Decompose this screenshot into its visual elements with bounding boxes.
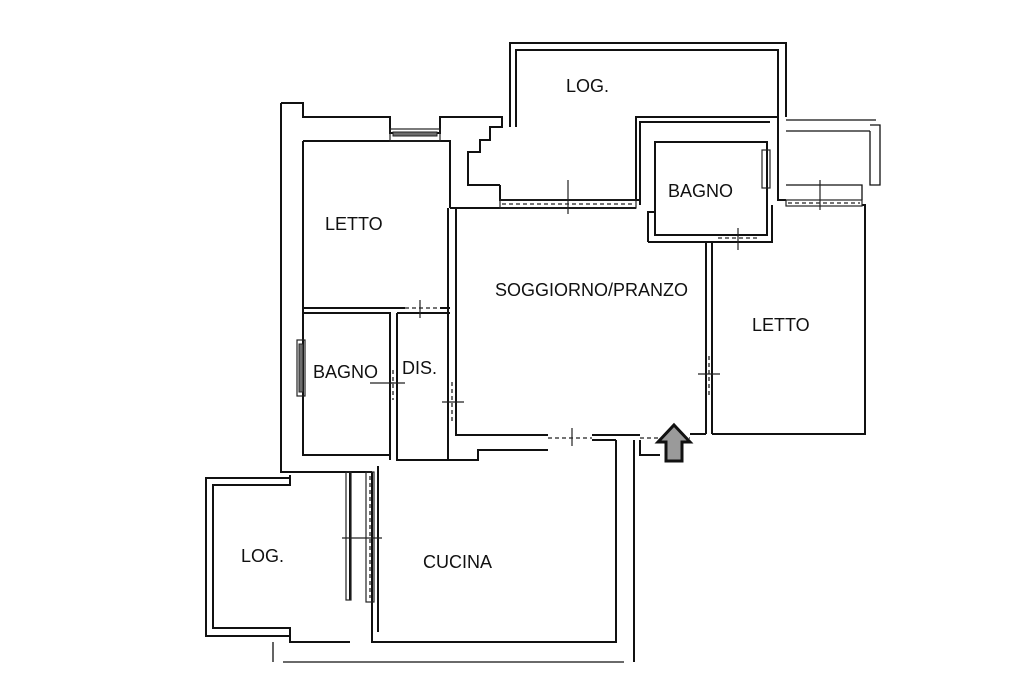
- room-label-loggia-top: LOG.: [566, 76, 609, 96]
- room-label-letto-right: LETTO: [752, 315, 810, 335]
- room-label-bagno-top: BAGNO: [668, 181, 733, 201]
- outer-walls: [205, 42, 881, 663]
- room-label-disimpegno: DIS.: [402, 358, 437, 378]
- room-label-bagno-left: BAGNO: [313, 362, 378, 382]
- room-label-cucina: CUCINA: [423, 552, 492, 572]
- room-label-loggia-bottom: LOG.: [241, 546, 284, 566]
- entrance-arrow-icon: [654, 422, 694, 463]
- windows: [296, 128, 863, 603]
- room-label-letto-left: LETTO: [325, 214, 383, 234]
- room-label-soggiorno: SOGGIORNO/PRANZO: [495, 280, 688, 300]
- doors: [342, 180, 821, 539]
